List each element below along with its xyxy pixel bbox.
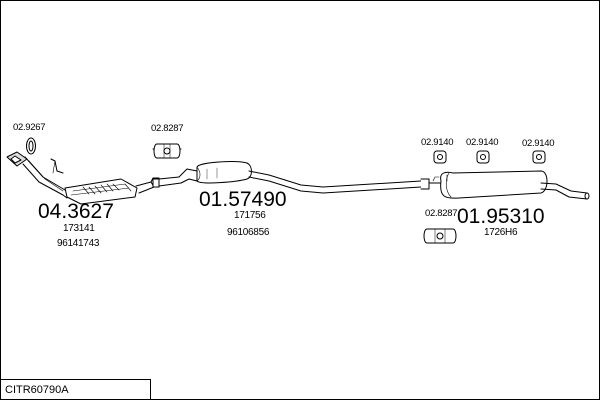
front-ref-1: 173141 bbox=[63, 223, 95, 234]
diagram-code: CITR60790A bbox=[5, 384, 69, 396]
middle-clamp-drawing bbox=[152, 143, 182, 159]
middle-part-number: 01.57490 bbox=[199, 188, 287, 211]
middle-ref-2: 96106856 bbox=[227, 227, 270, 238]
diagram-code-box: CITR60790A bbox=[1, 379, 151, 399]
clamp-middle-number: 02.8287 bbox=[151, 123, 184, 134]
front-ref-2: 96141743 bbox=[57, 238, 100, 249]
rear-silencer bbox=[428, 170, 590, 200]
connecting-pipe-bottom bbox=[158, 182, 182, 187]
front-catalyst-section bbox=[6, 151, 160, 205]
rear-clamps-drawing bbox=[423, 150, 546, 244]
clamp-rear-1-number: 02.9140 bbox=[421, 137, 454, 148]
front-gasket-drawing bbox=[26, 137, 36, 155]
middle-silencer bbox=[178, 161, 430, 194]
connecting-pipe-top bbox=[158, 176, 180, 180]
rear-part-number: 01.95310 bbox=[457, 205, 545, 228]
clamp-rear-3-number: 02.9140 bbox=[522, 138, 555, 149]
middle-ref-1: 171756 bbox=[234, 210, 266, 221]
gasket-front-number: 02.9267 bbox=[13, 122, 46, 133]
front-part-number: 04.3627 bbox=[38, 200, 114, 223]
rear-ref-1: 1726H6 bbox=[484, 227, 518, 238]
clamp-rear-2-number: 02.9140 bbox=[466, 137, 499, 148]
clamp-rear-low-number: 02.8287 bbox=[425, 208, 458, 219]
